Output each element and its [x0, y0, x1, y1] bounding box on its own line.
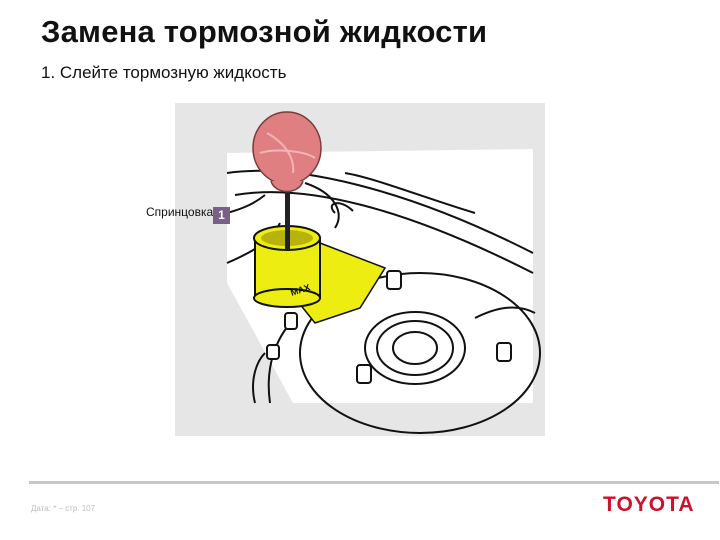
- bolts: [266, 270, 512, 384]
- strut-tower: [299, 272, 541, 434]
- toyota-logo: TOYOTA: [603, 493, 695, 516]
- footer-divider: [29, 481, 719, 484]
- callout-label: Спринцовка: [146, 205, 214, 219]
- syringe-icon: [252, 111, 322, 250]
- footer-meta: Дата: * – стр. 107: [31, 504, 96, 513]
- slide-title: Замена тормозной жидкости: [41, 14, 488, 49]
- slide-subtitle: 1. Слейте тормозную жидкость: [41, 63, 287, 82]
- brake-fluid-illustration: MAX: [175, 103, 545, 436]
- callout-number-badge: 1: [213, 207, 230, 224]
